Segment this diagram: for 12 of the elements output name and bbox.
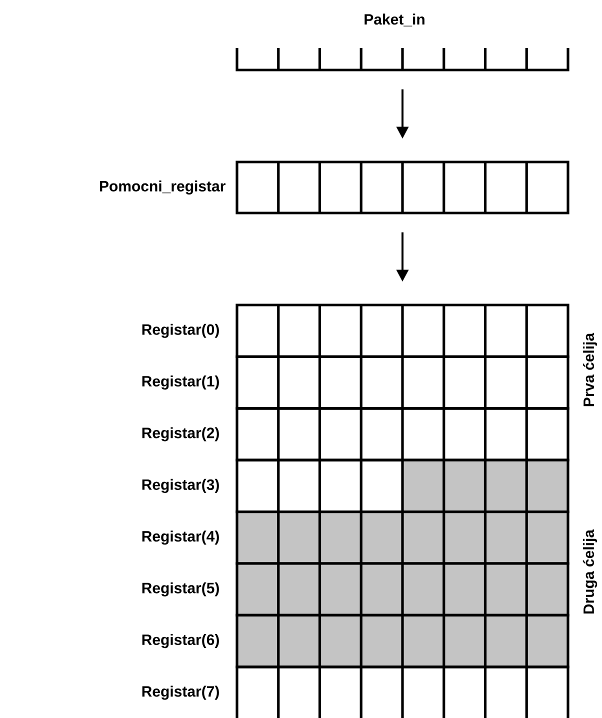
register-name: Paket_in bbox=[364, 14, 424, 26]
side-label: Druga ćelija bbox=[582, 529, 598, 614]
register-name: Registar(6) bbox=[142, 634, 219, 648]
side-label: Prva ćelija bbox=[582, 332, 598, 406]
register-name: Registar(1) bbox=[142, 376, 219, 390]
register-name: Registar(0) bbox=[142, 324, 219, 338]
register-name: Registar(2) bbox=[142, 427, 219, 442]
register-name: Pomocni_registar bbox=[100, 180, 226, 195]
register-name: Registar(5) bbox=[142, 582, 219, 596]
register-name: Registar(4) bbox=[142, 530, 219, 545]
register-name: Registar(7) bbox=[142, 686, 219, 700]
register-name: Registar(3) bbox=[142, 478, 219, 493]
